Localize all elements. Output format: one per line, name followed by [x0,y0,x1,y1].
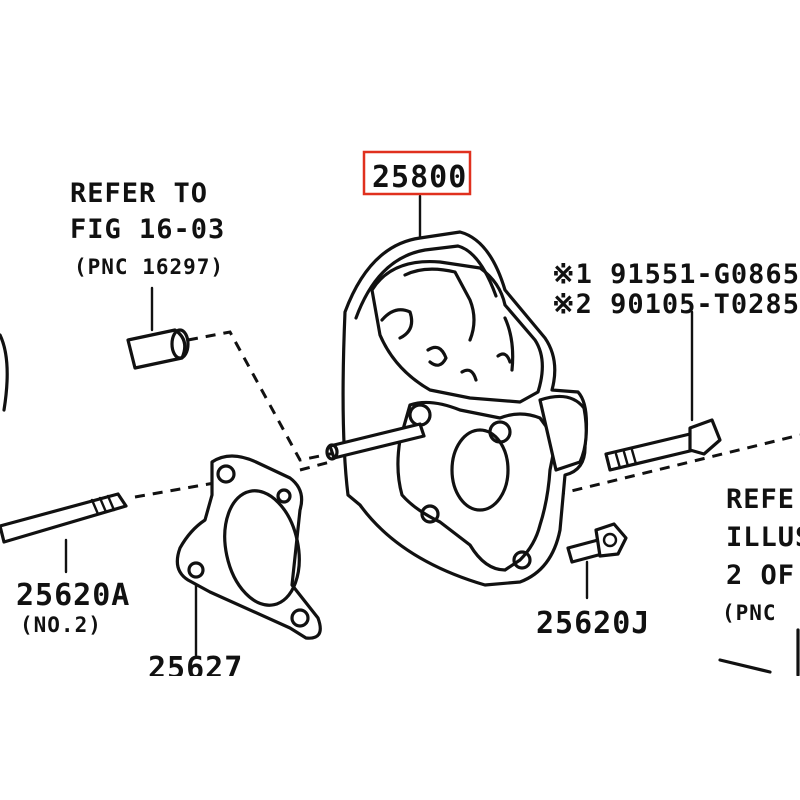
label-bolt-line1[interactable]: ※1 91551-G0865 [552,259,800,290]
label-right-line2: ILLUS [726,522,800,553]
bottom-right-fragment [718,628,800,677]
leader-lines [64,194,694,657]
label-stud-25620a-sub: (NO.2) [20,613,102,637]
pipe-stub [126,328,190,370]
label-refer-line1: REFER TO [70,178,208,209]
label-part-25800[interactable]: 25800 [372,160,467,195]
label-bolt-line2[interactable]: ※2 90105-T0285 [552,289,800,320]
assembly-dashed-lines [134,330,800,499]
label-right-line1: REFE [726,484,795,515]
main-assembly-25800 [325,230,589,587]
gasket-25627 [175,454,322,640]
label-refer-pnc[interactable]: (PNC 16297) [74,255,224,279]
label-stud-25620j[interactable]: 25620J [536,606,650,641]
left-edge-fragment [0,333,9,412]
bolt-91551 [604,418,722,472]
stud-25620j [566,522,628,564]
label-right-line4: (PNC [722,601,777,625]
label-stud-25620a[interactable]: 25620A [16,578,130,613]
label-right-line3: 2 OF [726,560,795,591]
label-refer-line2: FIG 16-03 [70,214,225,245]
stud-25620a [0,492,128,544]
part-number-highlight [362,150,472,196]
bottom-blank-area [0,676,800,800]
